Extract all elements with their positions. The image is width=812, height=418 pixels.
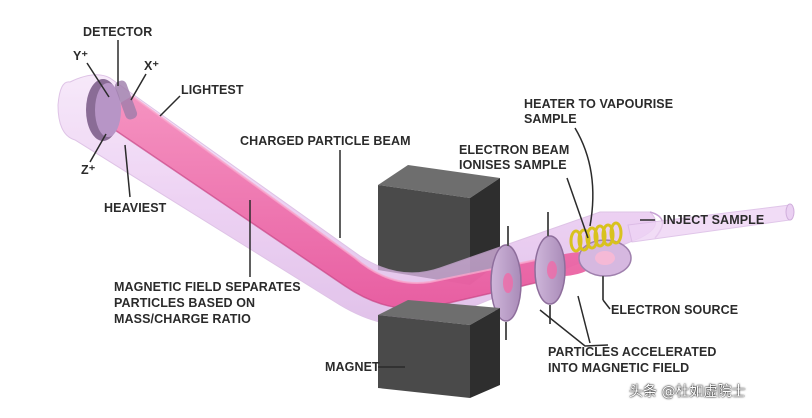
label-accelerated-line1: PARTICLES ACCELERATED [548, 345, 717, 359]
leader-lines [86, 40, 655, 368]
watermark: 头条 @杜如虚院士 [629, 384, 746, 400]
label-heater-line2: SAMPLE [524, 112, 577, 126]
label-x-plus: X⁺ [144, 59, 160, 73]
acceleration-plates [490, 212, 566, 340]
label-accelerated-line2: INTO MAGNETIC FIELD [548, 361, 690, 375]
label-magnetic-line3: MASS/CHARGE RATIO [114, 312, 251, 326]
label-lightest: LIGHTEST [181, 83, 244, 97]
label-heater-line1: HEATER TO VAPOURISE [524, 97, 674, 111]
magnet-front [378, 300, 500, 398]
heater-coil-icon [569, 221, 623, 253]
label-heaviest: HEAVIEST [104, 201, 167, 215]
label-z-plus: Z⁺ [81, 163, 96, 177]
label-electron-beam-line2: IONISES SAMPLE [459, 158, 567, 172]
label-magnetic-line2: PARTICLES BASED ON [114, 296, 256, 310]
label-inject-sample: INJECT SAMPLE [663, 213, 765, 227]
detector-assembly [86, 79, 138, 141]
label-magnetic-line1: MAGNETIC FIELD SEPARATES [114, 280, 301, 294]
label-charged-particle-beam: CHARGED PARTICLE BEAM [240, 134, 411, 148]
label-detector: DETECTOR [83, 25, 153, 39]
label-y-plus: Y⁺ [73, 49, 89, 63]
label-electron-source: ELECTRON SOURCE [611, 303, 739, 317]
label-electron-beam-line1: ELECTRON BEAM [459, 143, 570, 157]
label-magnet: MAGNET [325, 360, 380, 374]
